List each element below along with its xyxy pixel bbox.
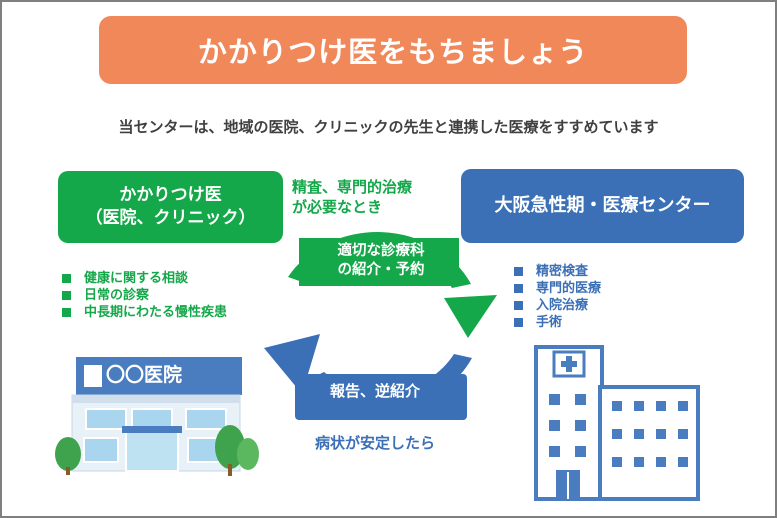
center-service-label: 手術: [536, 315, 563, 330]
list-item: 日常の診察: [62, 287, 227, 304]
bullet-square-icon: [62, 291, 71, 300]
referral-condition: 精査、専門的治療 が必要なとき: [292, 178, 462, 217]
clinic-box-line1: かかりつけ医: [119, 185, 222, 206]
clinic-service-label: 健康に関する相談: [84, 271, 189, 286]
list-item: 健康に関する相談: [62, 270, 227, 287]
clinic-sign: 〇〇医院: [106, 364, 183, 386]
list-item: 手術: [514, 314, 601, 331]
bullet-square-icon: [62, 274, 71, 283]
referral-condition-line2: が必要なとき: [292, 197, 383, 216]
bullet-square-icon: [514, 301, 523, 310]
referral-arrow-line2: の紹介・予約: [337, 261, 425, 278]
list-item: 中長期にわたる慢性疾患: [62, 304, 227, 321]
clinic-service-label: 日常の診察: [84, 288, 150, 303]
return-condition: 病状が安定したら: [315, 434, 436, 452]
center-service-label: 専門的医療: [536, 281, 602, 296]
clinic-box: かかりつけ医 （医院、クリニック）: [58, 171, 283, 243]
list-item: 専門的医療: [514, 280, 601, 297]
hospital-building-icon: [534, 345, 700, 501]
bullet-square-icon: [514, 267, 523, 276]
report-arrow-band: [295, 374, 467, 420]
center-service-label: 入院治療: [536, 298, 589, 313]
center-box: 大阪急性期・医療センター: [461, 169, 744, 243]
report-arrow-label: 報告、逆紹介: [329, 382, 420, 400]
page-title: かかりつけ医をもちましょう: [197, 35, 589, 69]
clinic-services-list: 健康に関する相談 日常の診察 中長期にわたる慢性疾患: [62, 270, 227, 321]
bullet-square-icon: [62, 308, 71, 317]
list-item: 精密検査: [514, 263, 601, 280]
referral-arrow-band: [299, 238, 459, 286]
tree-icon: [55, 425, 259, 476]
bullet-square-icon: [514, 318, 523, 327]
clinic-building-icon: [71, 357, 242, 472]
center-box-label: 大阪急性期・医療センター: [494, 194, 711, 216]
center-services-list: 精密検査 専門的医療 入院治療 手術: [514, 263, 601, 331]
bullet-square-icon: [514, 284, 523, 293]
referral-arrow-line1: 適切な診療科: [337, 243, 425, 259]
referral-arrow-label: 適切な診療科 の紹介・予約: [316, 242, 446, 280]
center-service-label: 精密検査: [536, 264, 589, 279]
clinic-box-line2: （医院、クリニック）: [85, 208, 256, 228]
intro-text: 当センターは、地域の医院、クリニックの先生と連携した医療をすすめています: [118, 118, 659, 136]
list-item: 入院治療: [514, 297, 601, 314]
clinic-service-label: 中長期にわたる慢性疾患: [84, 305, 228, 320]
referral-condition-line1: 精査、専門的治療: [292, 178, 413, 196]
title-banner: かかりつけ医をもちましょう: [99, 16, 687, 84]
